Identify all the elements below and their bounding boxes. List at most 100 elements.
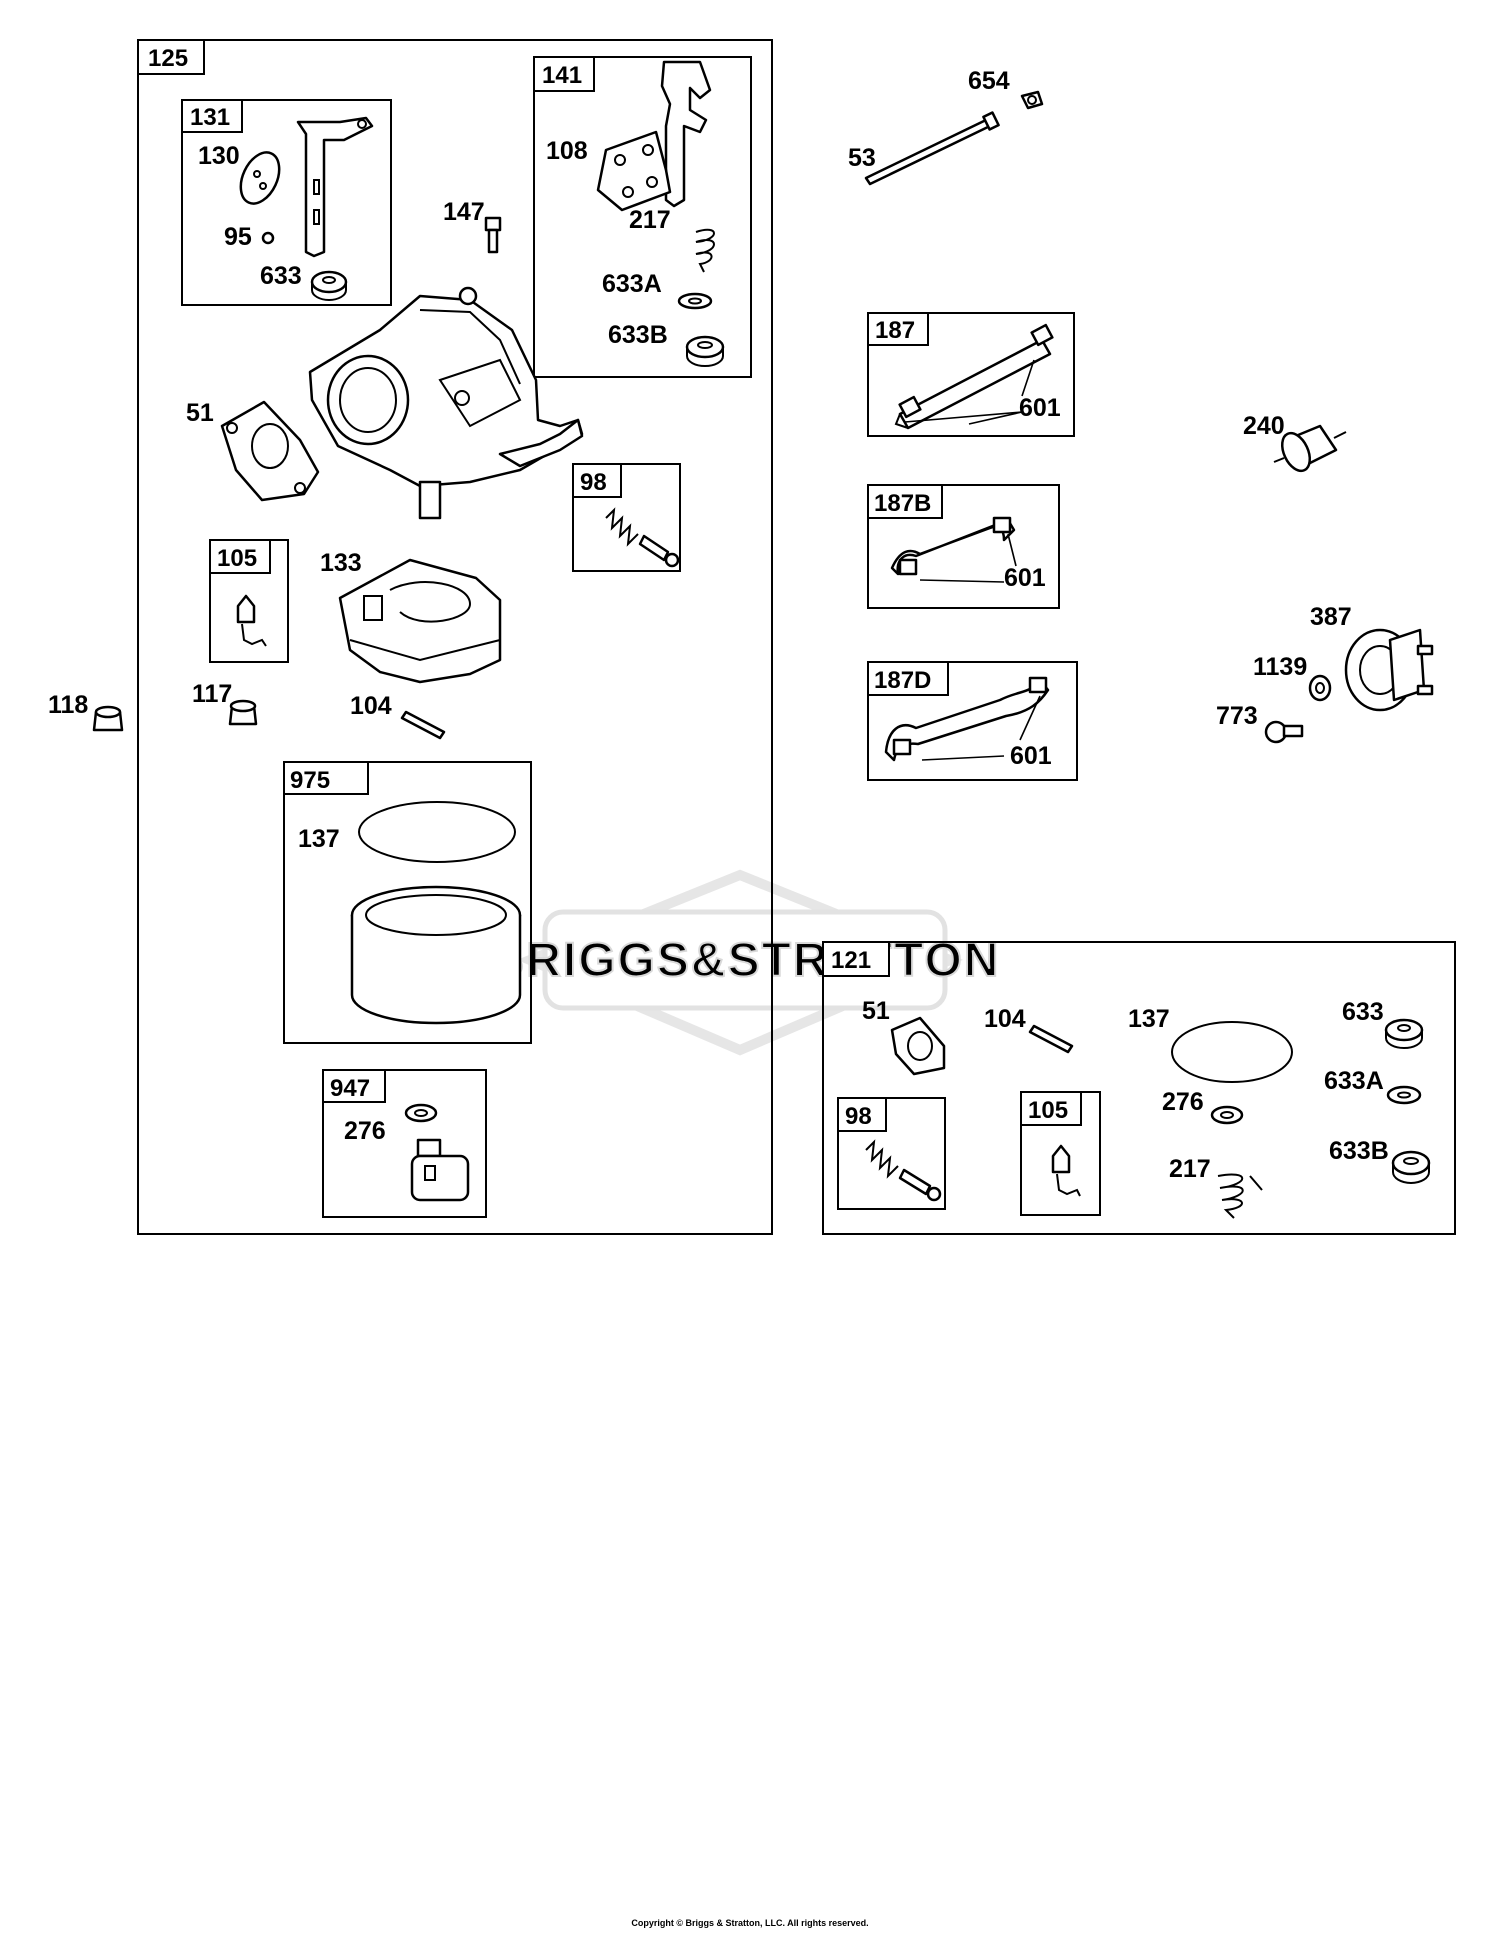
part-387-label: 387 [1310,603,1352,631]
part-633A-b-label: 633A [1324,1067,1384,1095]
group-105-a: 105 [209,539,289,663]
copyright-notice: Copyright © Briggs & Stratton, LLC. All … [631,1918,869,1928]
part-633B-b-label: 633B [1329,1137,1389,1165]
part-633-a-label: 633 [260,262,302,290]
part-104-b-label: 104 [984,1005,1026,1033]
part-118-label: 118 [48,691,88,719]
part-133-label: 133 [320,549,362,577]
fuel-filter-240-illustration [1273,424,1347,473]
seal-633-illustration [310,270,348,301]
leader-lines [904,359,1041,761]
fuel-line-187B-illustration [890,516,1016,576]
ring-137-b-illustration [1171,1021,1293,1083]
nut-118-illustration [92,705,124,732]
group-125-label: 125 [148,45,188,72]
throttle-shaft-illustration [296,116,374,258]
group-975: 975 [283,761,532,1044]
group-187B: 187B [867,484,1060,609]
group-98-a-label: 98 [580,469,607,496]
group-121-label: 121 [831,947,871,974]
needle-105-b-illustration [1051,1144,1081,1197]
part-654-label: 654 [968,67,1010,95]
group-98-a: 98 [572,463,681,572]
part-104-a-label: 104 [350,692,392,720]
solenoid-947-illustration [410,1138,470,1202]
part-633-b-label: 633 [1342,998,1384,1026]
group-187D: 187D [867,661,1078,781]
part-95-label: 95 [224,223,252,251]
screw-95-illustration [261,231,275,245]
part-137-a-label: 137 [298,825,340,853]
spring-217-a-illustration [695,228,715,273]
group-121: 121 [822,941,1456,1235]
carburetor-body-illustration [308,286,584,520]
seal-633-b-illustration [1384,1018,1424,1049]
group-105-a-label: 105 [217,545,257,572]
group-141: 141 [533,56,752,378]
group-187-label: 187 [875,317,915,344]
group-187D-label: 187D [874,667,931,694]
part-137-b-label: 137 [1128,1005,1170,1033]
part-130-label: 130 [198,142,240,170]
part-217-a-label: 217 [629,206,671,234]
spring-217-b-illustration [1217,1173,1263,1219]
choke-plate-108-illustration [596,130,672,212]
nut-117-illustration [228,699,258,726]
nut-654-illustration [1020,90,1044,110]
group-105-b-label: 105 [1028,1097,1068,1124]
part-51-b-label: 51 [862,997,890,1025]
part-601-a-label: 601 [1019,394,1061,422]
needle-105-a-illustration [236,594,267,647]
seal-633A-a-illustration [677,292,713,310]
seal-633B-b-illustration [1391,1150,1431,1184]
group-98-b-label: 98 [845,1103,872,1130]
fuel-pump-387-illustration [1344,628,1434,712]
gasket-51-a-illustration [220,400,320,502]
choke-shaft-illustration [660,60,712,208]
group-131: 131 [181,99,392,306]
plug-773-illustration [1264,720,1304,744]
fuel-line-187D-illustration [884,676,1050,762]
seal-633A-b-illustration [1386,1085,1422,1105]
group-187B-label: 187B [874,490,931,517]
gasket-1139-illustration [1308,674,1332,702]
ring-137-a-illustration [358,801,516,863]
part-108-label: 108 [546,137,588,165]
shaft-53-illustration [864,111,1000,186]
float-133-illustration [338,558,502,684]
group-105-b: 105 [1020,1091,1101,1216]
part-53-label: 53 [848,144,876,172]
pin-104-b-illustration [1028,1024,1074,1054]
part-240-label: 240 [1243,412,1285,440]
part-147-label: 147 [443,198,485,226]
part-276-a-label: 276 [344,1117,386,1145]
idle-screw-98-b-illustration [865,1139,942,1202]
part-276-b-label: 276 [1162,1088,1204,1116]
group-125: 125 [137,39,773,1235]
part-601-b-label: 601 [1004,564,1046,592]
part-773-label: 773 [1216,702,1258,730]
group-947-label: 947 [330,1075,370,1102]
gasket-51-b-illustration [890,1016,946,1076]
screw-147-illustration [484,216,502,254]
part-217-b-label: 217 [1169,1155,1211,1183]
part-601-c-label: 601 [1010,742,1052,770]
part-number-labels: 130 95 633 147 108 217 633A 633B 51 133 … [48,67,1389,1183]
group-141-label: 141 [542,62,582,89]
part-1139-label: 1139 [1253,653,1307,681]
group-975-label: 975 [290,767,330,794]
part-633B-a-label: 633B [608,321,668,349]
group-187: 187 [867,312,1075,437]
group-131-label: 131 [190,104,230,131]
idle-screw-98-a-illustration [605,507,680,568]
part-51-a-label: 51 [186,399,214,427]
washer-276-b-illustration [1210,1105,1244,1125]
pin-104-a-illustration [400,710,446,740]
part-117-label: 117 [192,680,232,708]
fuel-line-187-illustration [894,323,1054,430]
seal-633B-a-illustration [685,335,725,367]
group-947: 947 [322,1069,487,1218]
throttle-plate-130-illustration [239,151,281,205]
washer-276-a-illustration [404,1103,438,1123]
